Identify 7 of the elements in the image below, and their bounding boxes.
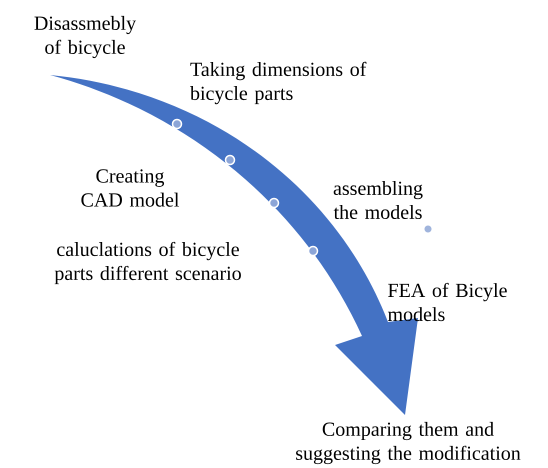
step-label: Comparing them and suggesting the modification <box>296 422 520 464</box>
step-label: Creating CAD model <box>81 169 180 207</box>
step-label: caluclations of bicycle parts different scenario <box>54 242 241 284</box>
step-label: Taking dimensions of bicycle parts <box>190 62 366 104</box>
step-label: Disassmebly of bicycle <box>34 16 136 58</box>
step-label: assembling the models <box>334 180 423 220</box>
step-label: FEA of Bicyle models <box>388 282 507 322</box>
